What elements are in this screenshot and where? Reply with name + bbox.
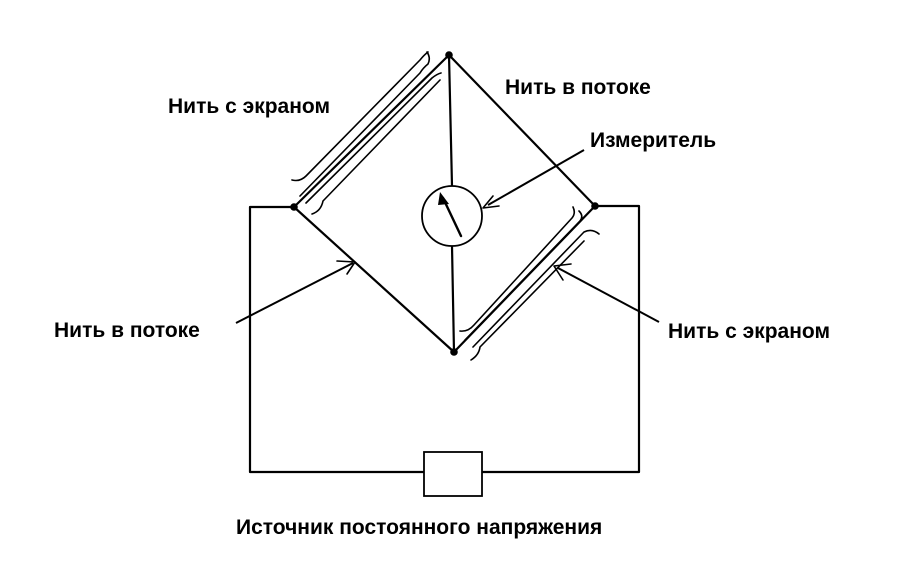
node-right [591,202,599,210]
label-screened-wire-top: Нить с экраном [168,95,331,118]
meter-wire-top [447,53,454,188]
node-bottom [450,348,458,356]
label-meter: Измеритель [590,129,717,152]
right-supply-wire [480,204,641,474]
label-dc-source: Источник постоянного напряжения [236,516,603,539]
label-screened-wire-right: Нить с экраном [668,320,831,343]
left-supply-wire [248,205,426,474]
bridge-arm-top-right [447,53,597,208]
screen-shield-bottom-right [459,206,600,361]
node-left [290,203,298,211]
arrow-to-right-shield [553,263,660,323]
bridge-arm-bottom-left [292,205,456,354]
label-flow-wire-left: Нить в потоке [54,319,200,342]
node-top [445,51,453,59]
dc-source-box [423,451,483,497]
arrow-to-meter [482,149,585,209]
bridge-arm-top-left [292,53,451,209]
label-flow-wire-top: Нить в потоке [505,76,651,99]
arrow-to-left-wire [235,260,356,324]
screen-shield-top-left [291,51,442,215]
meter-wire-bottom [450,244,456,354]
galvanometer-icon [421,185,483,247]
